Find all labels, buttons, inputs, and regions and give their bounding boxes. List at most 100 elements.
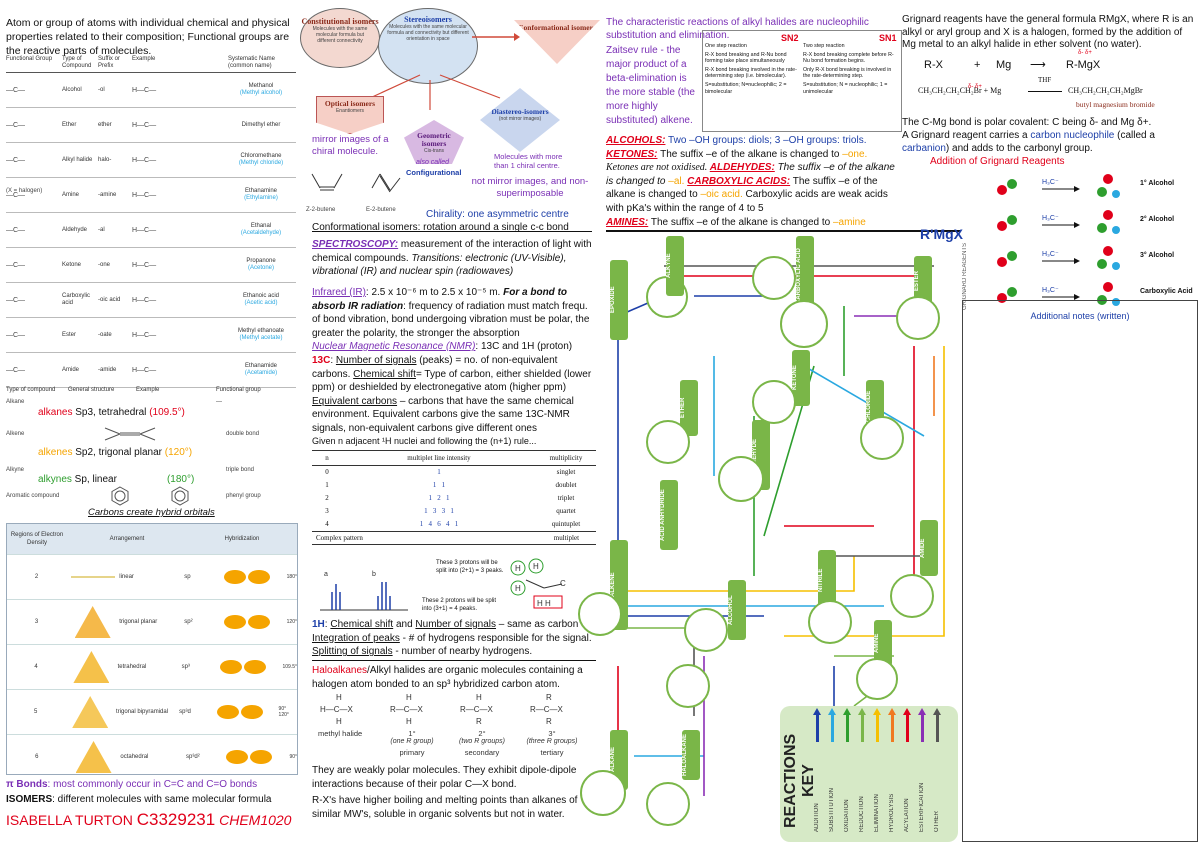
also-called-label: also called (416, 159, 450, 166)
multiplicity-name: quartet (556, 507, 576, 515)
geometry-shape-icon (73, 651, 110, 683)
reaction-arrow (1028, 91, 1062, 92)
key-arrow-icon (891, 714, 894, 742)
svg-text:C: C (560, 579, 566, 588)
geometric-sub: Cis-trans (423, 148, 444, 154)
nmr-line: Nuclear Magnetic Resonance (NMR): 13C an… (312, 340, 594, 354)
list-item: S=substitution; N=nucleophilic; 2 = bimo… (705, 81, 787, 95)
key-arrowhead-icon (888, 708, 896, 715)
compound-type: Alkyl halide (62, 156, 93, 163)
arrangement: tetrahedral (117, 664, 147, 670)
geometry-shape-icon (66, 604, 119, 640)
cn-post: ) and adds to the carbonyl group. (945, 142, 1093, 154)
geometry-shape-icon (72, 696, 109, 728)
delta-charges: δ- δ+ (968, 84, 982, 90)
example-structure: H—C— (132, 191, 157, 199)
intensity-values: 1 4 6 4 1 (419, 520, 459, 528)
svg-text:H: H (406, 717, 412, 726)
svg-text:H: H (336, 717, 342, 726)
compound-type: Carboxylic acid (62, 293, 91, 306)
electron-regions: 3 (34, 619, 39, 625)
multiplicity-name: triplet (557, 494, 575, 502)
hybrid-table: Regions of Electron Density Arrangement … (6, 523, 298, 775)
geometry-shape-icon (64, 694, 116, 730)
arrangement: linear (119, 574, 134, 580)
suffix: -amide (98, 366, 117, 373)
svg-text:R: R (546, 717, 552, 726)
c13-text3: – carbons that have the same chemical en… (312, 395, 574, 434)
key-arrow-icon (876, 714, 879, 742)
functional-group-structure: —C—(X = halogen) (6, 156, 43, 194)
constitutional-sub: Molecules with the same molecular formul… (312, 26, 368, 44)
notes-title: Additional notes (written) (1030, 311, 1130, 321)
common-name: (Acetic acid) (244, 300, 278, 306)
divider (312, 660, 596, 661)
list-item: One step reaction (705, 43, 747, 49)
functional-group-structure: —C— (6, 296, 26, 304)
col-header: Systematic Name (common name) (228, 56, 276, 69)
node-alkane-structure-icon (580, 770, 626, 816)
bond-angle: 90° (289, 754, 297, 760)
stereoisomers-bubble: Stereoisomers Molecules with the same mo… (378, 8, 478, 84)
c13-label: 13C (312, 355, 331, 366)
svg-text:R—C—X: R—C—X (530, 705, 564, 714)
grignard-reagent-icon: H₃C⁻ (1040, 248, 1080, 268)
name: Ethanoic acid (242, 293, 280, 299)
split-note-2: These 2 protons will be split into (3+1)… (422, 598, 497, 612)
svg-text:R—C—X: R—C—X (460, 705, 494, 714)
aldehydes-label: ALDEHYDES: (709, 162, 775, 174)
common-name: (Acetamide) (244, 370, 278, 376)
h1-block: 1H: Chemical shift and Number of signals… (312, 619, 592, 658)
geometry-shape-icon (74, 606, 111, 638)
bond-angle: 90° 120° (278, 706, 289, 718)
more-than-one-chiral-note: Molecules with more than 1 chiral centre… (494, 152, 563, 170)
z-butene-label: Z-2-butene (306, 207, 336, 213)
svg-text:H: H (515, 564, 521, 573)
example-structure: H—C— (132, 296, 157, 304)
col-header: Type of Compound (62, 56, 92, 69)
infrared-block: Infrared (IR): 2.5 x 10⁻⁶ m to 2.5 x 10⁻… (312, 286, 594, 340)
eq-arrow: ⟶ (1030, 59, 1046, 71)
eq-rx: R-X (924, 58, 943, 71)
hc-row-label: Alkene (6, 431, 25, 437)
n-value: 2 (325, 494, 329, 502)
ketones-suffix: –one. (842, 148, 868, 160)
col-header: Functional Group (6, 56, 53, 62)
c13-text1: (peaks) = no. of non-equivalent carbons. (312, 355, 558, 380)
svg-text:H: H (406, 693, 412, 702)
svg-text:H—C—X: H—C—X (320, 705, 354, 714)
compound-type: Aldehyde (62, 226, 88, 233)
isomers-line: ISOMERS: different molecules with same m… (6, 793, 271, 806)
grignard-example-left: CH₃CH₂CH₂CH₂Br + Mg (918, 86, 1002, 95)
alkynes-label: alkynes (38, 474, 72, 485)
col-header: Functional group (216, 387, 261, 393)
amines-text: The suffix –e of the alkane is changed t… (648, 216, 833, 228)
bond-angle: 180° (286, 574, 297, 580)
multiplicity-name: quintuplet (551, 520, 581, 528)
svg-text:b: b (372, 571, 376, 578)
benzene-ring-icon (111, 486, 129, 506)
example-structure: H—C— (132, 261, 157, 269)
compound-type: Alcohol (62, 86, 82, 93)
h1-text3: - number of nearby hydrogens. (392, 646, 533, 658)
node-acid-anhydride-structure-icon (666, 664, 710, 708)
rmgx-label: R'MgX (920, 226, 963, 242)
col-header: n (325, 454, 329, 462)
svg-text:R—C—X: R—C—X (390, 705, 424, 714)
name: Dimethyl ether (241, 121, 281, 128)
svg-text:R: R (546, 693, 552, 702)
key-label: SUBSTITUTION (829, 787, 835, 832)
hc-group-label: double bond (226, 431, 260, 437)
spectroscopy-block: SPECTROSCOPY: measurement of the interac… (312, 238, 594, 279)
alkenes-label: alkenes (38, 447, 73, 458)
tertiary-sub: (three R groups) (526, 738, 578, 745)
orbital-lobe-icon (217, 705, 240, 719)
carboxylic-label: CARBOXYLIC ACIDS: (687, 175, 791, 187)
divider (606, 230, 960, 232)
grignard-reagent-icon: H₃C⁻ (1040, 284, 1080, 304)
